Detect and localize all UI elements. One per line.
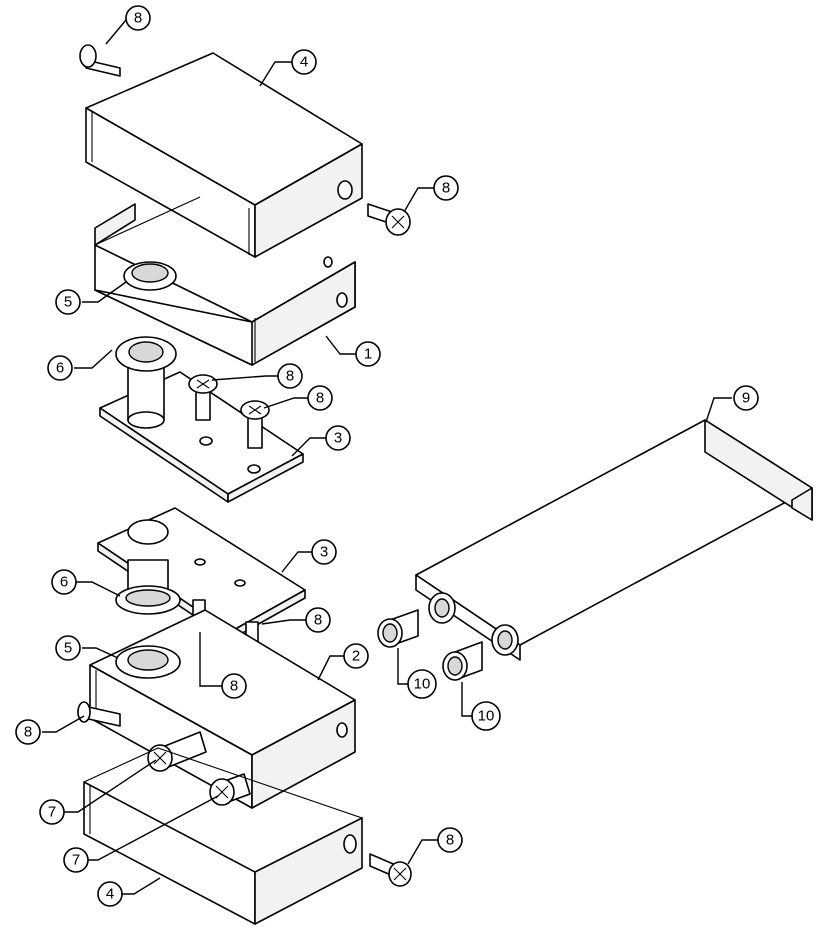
callout-c3: 8 — [433, 175, 459, 201]
callout-label: 10 — [478, 708, 495, 725]
callout-c2: 4 — [291, 49, 317, 75]
callout-label: 8 — [446, 832, 454, 849]
upper-plate-screw-a — [188, 374, 218, 421]
callout-c17: 10 — [407, 669, 437, 699]
channel-part-9 — [415, 419, 813, 661]
bottom-cover — [82, 747, 364, 925]
callout-leader — [403, 187, 434, 213]
callout-c13: 8 — [305, 607, 331, 633]
callout-label: 8 — [442, 180, 450, 197]
callout-leader — [291, 437, 326, 457]
top-left-screw — [79, 44, 121, 77]
callout-leader — [105, 19, 127, 45]
callout-leader — [325, 335, 356, 355]
callout-label: 9 — [742, 390, 750, 407]
callouts: 8 4 8 5 1 6 8 8 3 9 3 6 8 5 2 8 10 10 8 … — [15, 5, 759, 907]
callout-leader — [259, 61, 292, 87]
top-right-screw — [367, 203, 411, 236]
callout-leader — [281, 551, 312, 573]
callout-leader — [199, 632, 222, 687]
callout-label: 8 — [286, 368, 294, 385]
callout-label: 4 — [300, 54, 308, 71]
callout-label: 6 — [60, 574, 68, 591]
callout-label: 7 — [48, 804, 56, 821]
callout-c4: 5 — [55, 289, 81, 315]
callout-leader — [317, 655, 344, 681]
callout-label: 8 — [230, 678, 238, 695]
callout-leader — [407, 839, 438, 865]
callout-label: 6 — [56, 360, 64, 377]
callout-leader — [82, 647, 119, 659]
callout-c20: 7 — [39, 799, 65, 825]
callout-label: 10 — [414, 676, 431, 693]
callout-leader — [263, 397, 308, 409]
callout-label: 5 — [64, 640, 72, 657]
upper-bushing — [115, 336, 177, 429]
callout-c14: 5 — [55, 635, 81, 661]
callout-leader — [74, 349, 113, 369]
callout-label: 8 — [24, 724, 32, 741]
top-cover — [85, 52, 363, 258]
upper-plate-screw-b — [240, 400, 270, 449]
callout-c9: 3 — [325, 425, 351, 451]
callout-leader — [42, 715, 85, 733]
bushing-10-b — [442, 641, 483, 681]
callout-leader — [397, 648, 408, 685]
callout-leader — [261, 619, 306, 625]
bottom-right-screw — [369, 853, 412, 887]
callout-c22: 8 — [437, 827, 463, 853]
callout-c21: 7 — [63, 847, 89, 873]
lower-bushing — [115, 559, 181, 615]
callout-leader — [64, 759, 157, 813]
callout-c19: 8 — [15, 719, 41, 745]
callout-c16: 8 — [221, 673, 247, 699]
callout-leader — [705, 397, 732, 423]
screw-7-b — [209, 773, 251, 806]
callout-leader — [122, 877, 161, 895]
callout-label: 8 — [134, 10, 142, 27]
callout-label: 7 — [72, 852, 80, 869]
callout-label: 3 — [320, 544, 328, 561]
callout-c8: 8 — [307, 385, 333, 411]
callout-leader — [76, 581, 121, 597]
callout-c11: 3 — [311, 539, 337, 565]
screw-7-a — [147, 731, 207, 772]
callout-leader — [88, 795, 219, 861]
callout-leader — [461, 682, 472, 717]
callout-label: 8 — [314, 612, 322, 629]
callout-c6: 6 — [47, 355, 73, 381]
grommet-lower — [115, 645, 181, 679]
grommet-upper — [123, 261, 177, 291]
callout-c7: 8 — [277, 363, 303, 389]
callout-label: 4 — [106, 886, 114, 903]
lower-left-screw — [77, 701, 121, 727]
callout-c5: 1 — [355, 341, 381, 367]
callout-c12: 6 — [51, 569, 77, 595]
callout-c23: 4 — [97, 881, 123, 907]
callout-leader — [82, 281, 127, 303]
callout-leader — [211, 375, 278, 381]
callout-c1: 8 — [125, 5, 151, 31]
callout-c15: 2 — [343, 643, 369, 669]
callout-c10: 9 — [733, 385, 759, 411]
callout-label: 8 — [316, 390, 324, 407]
callout-label: 5 — [64, 294, 72, 311]
callout-label: 3 — [334, 430, 342, 447]
callout-label: 1 — [364, 346, 372, 363]
callout-label: 2 — [352, 648, 360, 665]
bushing-10-a — [377, 609, 419, 648]
callout-c18: 10 — [471, 701, 501, 731]
